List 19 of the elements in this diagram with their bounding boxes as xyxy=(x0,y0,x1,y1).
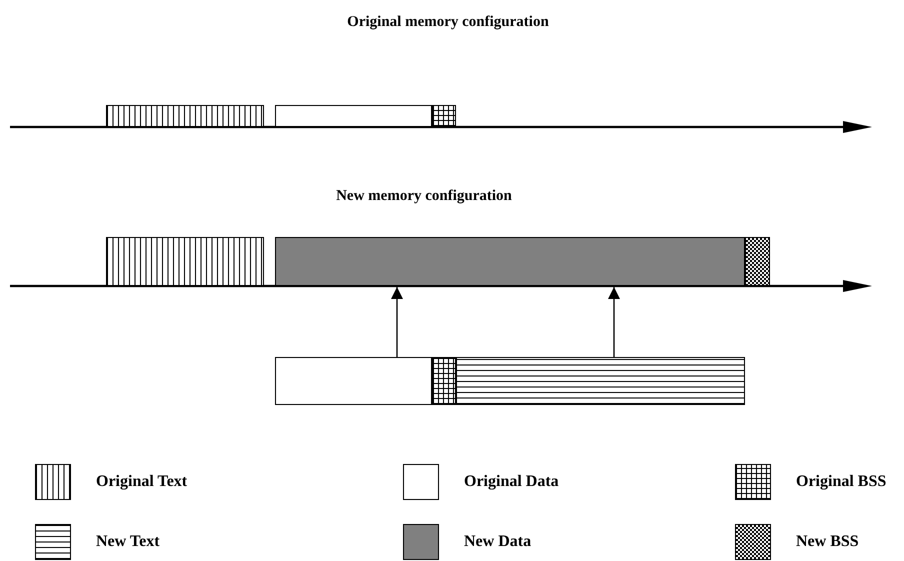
arrow xyxy=(608,287,620,357)
section-heading: New memory configuration xyxy=(336,188,512,205)
legend-label: New BSS xyxy=(796,533,859,551)
legend-label: Original Data xyxy=(464,473,559,491)
memory-segment xyxy=(745,237,770,286)
diagram-title: Original memory configuration xyxy=(347,14,549,31)
arrow xyxy=(391,287,403,357)
memory-segment xyxy=(106,105,264,127)
memory-segment xyxy=(275,237,745,286)
legend-label: New Data xyxy=(464,533,532,551)
memory-segment xyxy=(275,357,432,405)
legend-label: Original BSS xyxy=(796,473,886,491)
memory-segment xyxy=(432,357,456,405)
memory-segment xyxy=(106,237,264,286)
legend-label: New Text xyxy=(96,533,160,551)
legend-label: Original Text xyxy=(96,473,188,491)
memory-segment xyxy=(456,357,745,405)
memory-segment xyxy=(432,105,456,127)
memory-segment xyxy=(275,105,432,127)
